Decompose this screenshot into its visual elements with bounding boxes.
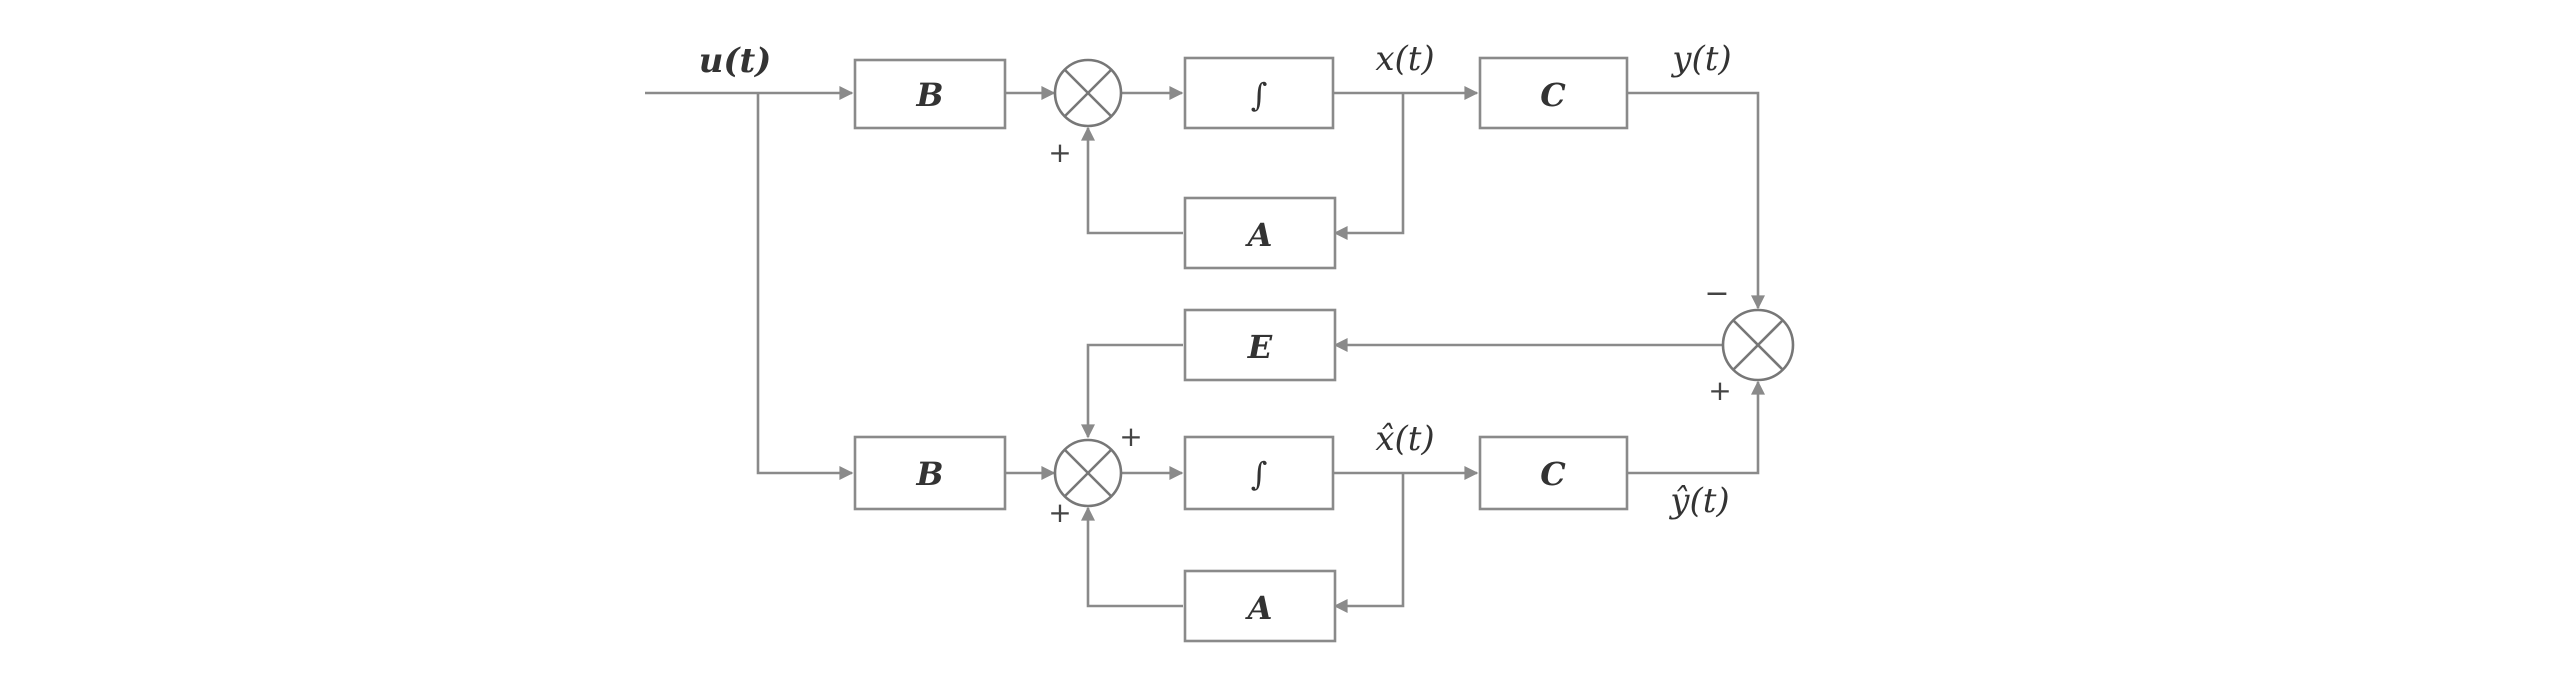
signal-label-yhat: ŷ(t) (1668, 481, 1729, 521)
block-b-plant-label: B (915, 76, 943, 114)
block-c-observer-label: C (1540, 455, 1566, 493)
sign-observer-correction: + (1119, 420, 1142, 453)
block-c-plant-label: C (1540, 76, 1566, 114)
summing-junction-error (1721, 308, 1795, 382)
block-integrator-observer: ∫ (1183, 435, 1335, 511)
signal-label-xhat: x̂(t) (1375, 419, 1434, 459)
block-integrator-plant-label: ∫ (1251, 76, 1268, 114)
sign-error-minus: − (1704, 276, 1729, 311)
block-b-plant: B (853, 58, 1007, 130)
wire-x-to-a-plant (1333, 93, 1405, 240)
summing-junction-plant (1053, 58, 1123, 128)
block-a-plant-label: A (1245, 216, 1273, 254)
signal-label-u: u(t) (699, 41, 772, 81)
sign-plant-feedback: + (1048, 136, 1071, 169)
block-integrator-observer-label: ∫ (1251, 455, 1268, 493)
block-a-plant: A (1183, 196, 1337, 270)
wire-a-to-sum-plant (1081, 126, 1183, 235)
block-c-plant: C (1478, 56, 1629, 130)
block-e-gain: E (1183, 308, 1337, 382)
block-b-observer-label: B (915, 455, 943, 493)
wire-xhat-to-a-observer (1333, 473, 1405, 613)
wire-input-branch (756, 93, 854, 480)
block-e-gain-label: E (1247, 328, 1273, 366)
wires (645, 86, 1765, 613)
wire-yhat-to-error (1627, 380, 1765, 475)
block-integrator-plant: ∫ (1183, 56, 1335, 130)
block-b-observer: B (853, 435, 1007, 511)
sign-observer-feedback: + (1048, 496, 1071, 529)
block-a-observer-label: A (1245, 589, 1273, 627)
wire-y-to-error (1627, 91, 1765, 310)
signal-label-y: y(t) (1670, 39, 1731, 79)
signal-label-x: x(t) (1375, 39, 1434, 79)
summing-junction-observer (1053, 438, 1123, 508)
block-a-observer: A (1183, 569, 1337, 643)
sign-error-plus: + (1708, 374, 1731, 407)
wire-e-to-sum-observer (1081, 343, 1183, 439)
block-c-observer: C (1478, 435, 1629, 511)
wire-a-to-sum-observer (1081, 506, 1183, 608)
